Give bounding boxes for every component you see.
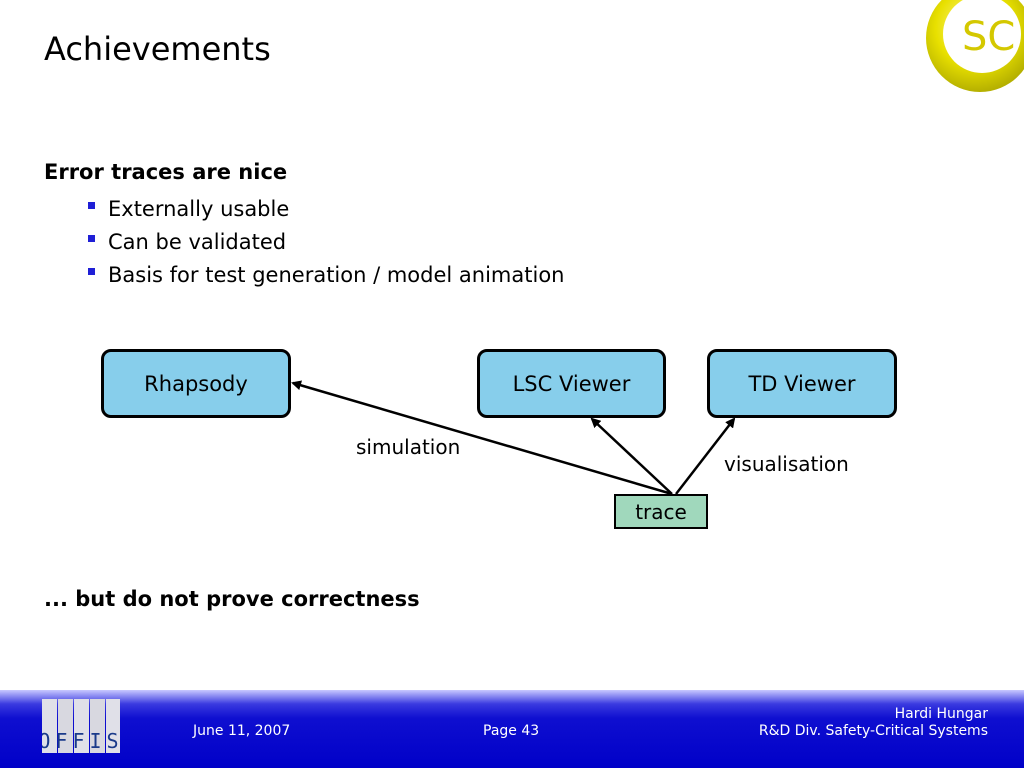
offis-logo: OFFIS (42, 699, 120, 753)
footer-date: June 11, 2007 (193, 723, 291, 739)
bullet-text: Basis for test generation / model animat… (108, 263, 565, 287)
visualisation-label: visualisation (724, 452, 849, 476)
svg-text:OFFIS: OFFIS (42, 729, 120, 753)
lsc-viewer-node: LSC Viewer (477, 349, 666, 418)
td-viewer-node: TD Viewer (707, 349, 897, 418)
list-item: Can be validated (88, 226, 564, 259)
bullet-text: Can be validated (108, 230, 287, 254)
heading-not-prove: ... but do not prove correctness (44, 587, 420, 611)
bullet-text: Externally usable (108, 197, 290, 221)
square-bullet-icon (88, 235, 95, 242)
footer-page-number: Page 43 (483, 723, 540, 739)
square-bullet-icon (88, 202, 95, 209)
sc-logo: SC (926, 0, 1024, 92)
list-item: Basis for test generation / model animat… (88, 259, 564, 292)
simulation-label: simulation (356, 435, 461, 459)
list-item: Externally usable (88, 193, 564, 226)
trace-node: trace (614, 494, 708, 529)
footer-division: R&D Div. Safety-Critical Systems (758, 723, 988, 739)
bullet-list: Externally usable Can be validated Basis… (88, 193, 564, 292)
slide-title: Achievements (44, 30, 271, 68)
footer-author: Hardi Hungar (894, 706, 988, 722)
lsc-arrow (590, 417, 673, 495)
square-bullet-icon (88, 268, 95, 275)
svg-text:SC: SC (962, 14, 1015, 60)
heading-error-traces: Error traces are nice (44, 160, 288, 184)
footer-bar: OFFIS June 11, 2007 Page 43 Hardi Hungar… (0, 690, 1024, 768)
rhapsody-node: Rhapsody (101, 349, 291, 418)
